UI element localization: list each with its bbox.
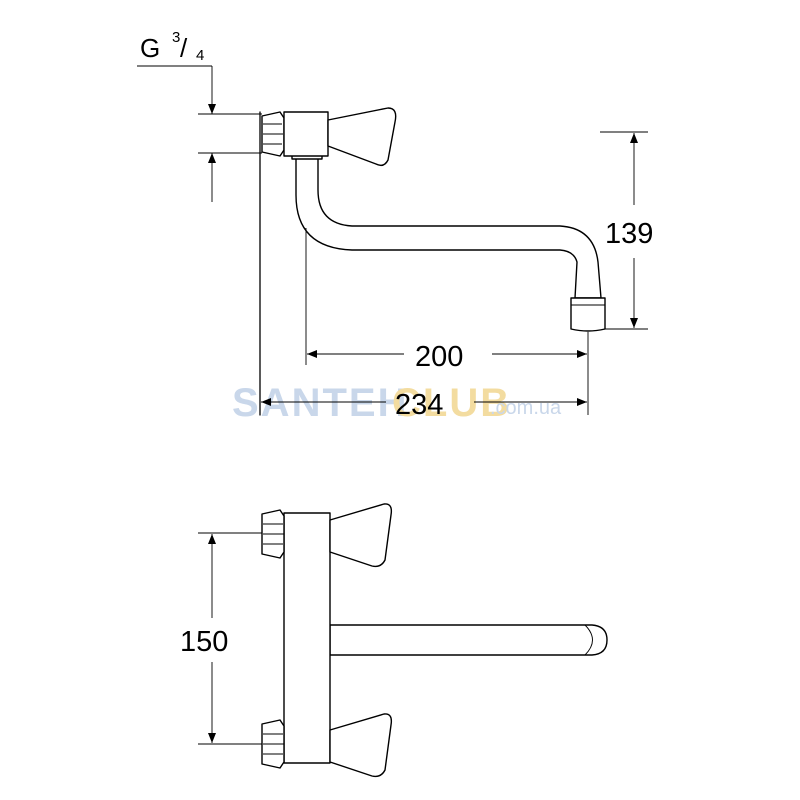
watermark: SANTEH CLUB .com.ua (232, 381, 562, 425)
watermark-part1: SANTEH (232, 381, 408, 425)
overall-reach-label: 234 (395, 389, 443, 421)
watermark-suffix: .com.ua (490, 397, 562, 419)
valve-body (283, 111, 329, 157)
front-bottom-handle (329, 713, 393, 778)
aerator (570, 297, 606, 332)
height-dimension-label: 139 (605, 218, 653, 250)
watermark-part2: CLUB (392, 381, 511, 425)
thread-denominator: 4 (196, 47, 204, 64)
spout-reach-label: 200 (415, 341, 463, 373)
side-elevation-view: G 3 / 4 13 (137, 29, 653, 421)
center-distance-label: 150 (180, 626, 228, 658)
front-view: 150 (180, 503, 608, 778)
svg-text:/: / (180, 33, 188, 63)
thread-size-label: G 3 / 4 (140, 29, 204, 64)
spout-tube (295, 157, 602, 299)
thread-numerator: 3 (172, 29, 180, 46)
front-top-handle (329, 503, 393, 568)
valve-handle (327, 107, 397, 167)
thread-prefix: G (140, 33, 160, 63)
front-spout-bar (329, 624, 608, 656)
front-valve-body (283, 512, 331, 764)
